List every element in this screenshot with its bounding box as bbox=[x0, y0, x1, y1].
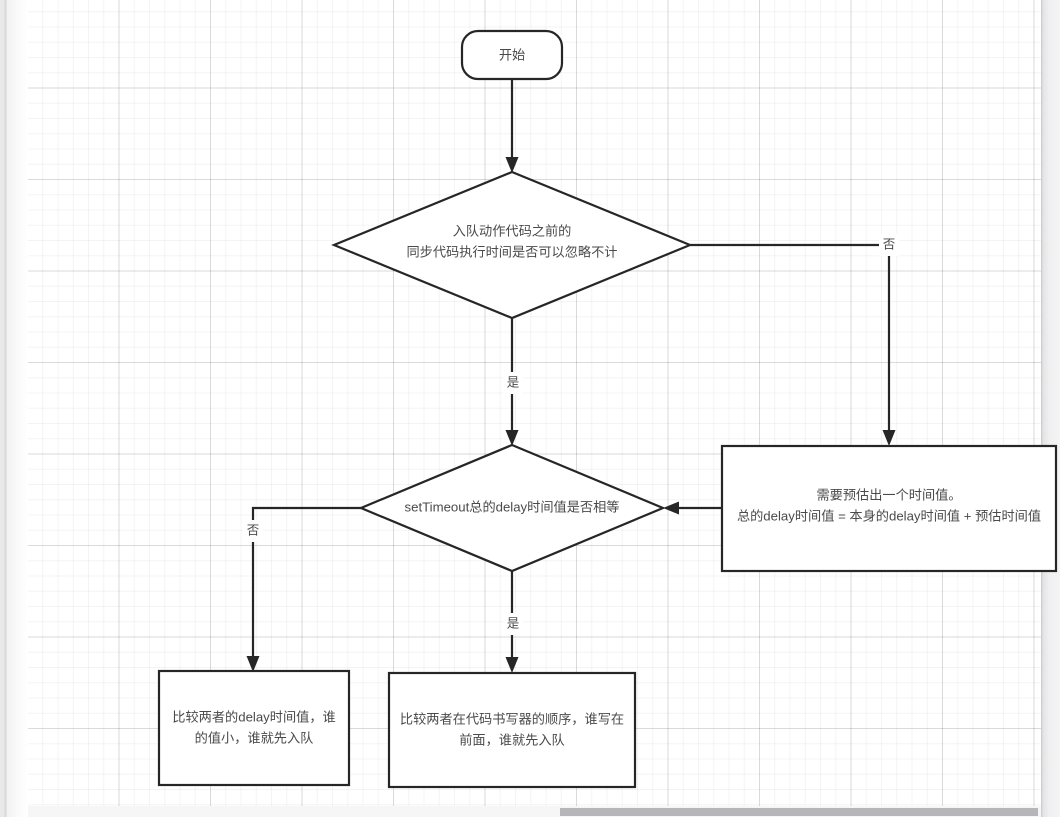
node-compare-order-label-1: 前面，谁就先入队 bbox=[459, 731, 565, 747]
edge-label-decision1-no: 否 bbox=[879, 234, 899, 256]
edge-label-no-right: 否 bbox=[883, 237, 896, 251]
node-estimate-label-1: 总的delay时间值 = 本身的delay时间值 + 预估时间值 bbox=[737, 508, 1041, 523]
edge-decision1-no-to-estimate bbox=[690, 243, 896, 446]
edge-label-decision2-no: 否 bbox=[243, 520, 263, 542]
node-compare-order-label-0: 比较两者在代码书写器的顺序，谁写在 bbox=[400, 711, 624, 726]
edge-label-yes-mid: 是 bbox=[507, 375, 520, 389]
node-decision1-label-0: 入队动作代码之前的 bbox=[453, 222, 572, 238]
right-page-gutter bbox=[1041, 0, 1060, 817]
node-compare-delay-label-0: 比较两者的delay时间值，谁 bbox=[172, 709, 335, 724]
node-decision-delay-equal[interactable]: setTimeout总的delay时间值是否相等 bbox=[358, 443, 666, 573]
horizontal-scrollbar-track[interactable] bbox=[28, 806, 1041, 817]
edge-label-yes-bottom: 是 bbox=[507, 616, 520, 630]
edge-label-decision2-yes: 是 bbox=[503, 613, 523, 635]
node-compare-delay-box[interactable]: 比较两者的delay时间值，谁 的值小，谁就先入队 bbox=[157, 669, 351, 787]
node-decision-sync-negligible[interactable]: 入队动作代码之前的 同步代码执行时间是否可以忽略不计 bbox=[331, 170, 693, 320]
node-estimate-time-box[interactable]: 需要预估出一个时间值。 总的delay时间值 = 本身的delay时间值 + 预… bbox=[720, 444, 1058, 573]
node-decision1-label-1: 同步代码执行时间是否可以忽略不计 bbox=[407, 244, 618, 259]
horizontal-scrollbar-thumb[interactable] bbox=[560, 808, 1038, 816]
left-page-gutter bbox=[0, 0, 28, 817]
edge-estimate-to-decision2 bbox=[663, 501, 722, 515]
edge-label-no-left: 否 bbox=[247, 523, 260, 537]
node-compare-delay-label-1: 的值小，谁就先入队 bbox=[195, 730, 314, 745]
edge-start-to-decision1 bbox=[505, 79, 519, 173]
node-compare-order-box[interactable]: 比较两者在代码书写器的顺序，谁写在 前面，谁就先入队 bbox=[387, 671, 637, 789]
node-decision2-label-0: setTimeout总的delay时间值是否相等 bbox=[405, 498, 620, 514]
node-start[interactable]: 开始 bbox=[460, 29, 564, 81]
node-estimate-label-0: 需要预估出一个时间值。 bbox=[816, 487, 961, 502]
edge-label-decision1-yes: 是 bbox=[503, 372, 523, 394]
node-start-label-0: 开始 bbox=[499, 47, 525, 62]
edge-decision2-no-to-compare-delay bbox=[246, 506, 361, 672]
